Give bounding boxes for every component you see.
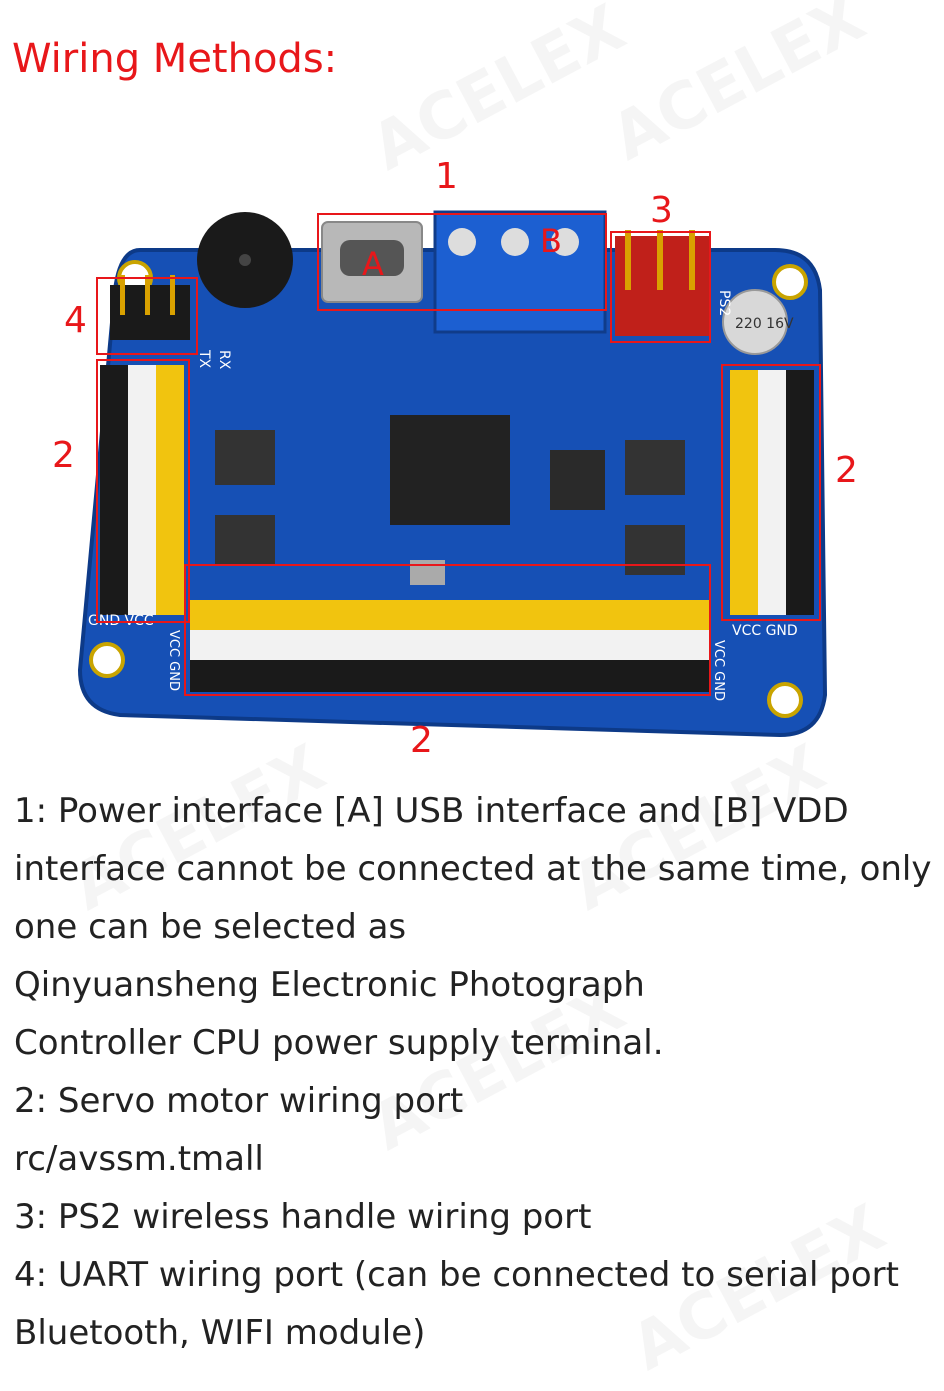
marker-2-right: 2 — [835, 450, 858, 491]
silk-vcc-gnd-right: VCC GND — [732, 623, 798, 639]
description-block: 1: Power interface [A] USB interface and… — [14, 782, 934, 1362]
description-line: 3: PS2 wireless handle wiring port — [14, 1197, 592, 1237]
description-line: rc/avssm.tmall — [14, 1139, 264, 1179]
highlight-box-3 — [610, 231, 711, 343]
highlight-box-4 — [96, 277, 198, 355]
description-line: interface cannot be connected at the sam… — [14, 849, 932, 889]
highlight-box-1 — [317, 213, 607, 311]
highlight-box-2-left — [96, 359, 190, 623]
label-b: B — [540, 222, 562, 260]
servo-header-bottom — [190, 600, 710, 692]
silk-vcc-gnd-bottom-right: VCC GND — [711, 640, 726, 701]
description-line: Bluetooth, WIFI module) — [14, 1313, 426, 1353]
highlight-box-2-right — [721, 364, 821, 621]
description-line: 2: Servo motor wiring port — [14, 1081, 464, 1121]
capacitor — [722, 289, 788, 355]
silk-tx: TX — [196, 349, 212, 369]
marker-3: 3 — [650, 190, 673, 231]
cpu-chip — [390, 415, 510, 525]
description-line: 1: Power interface [A] USB interface and… — [14, 791, 849, 831]
controller-board-illustration: 220 16V TX RX PS — [52, 150, 900, 770]
marker-2-bottom: 2 — [410, 720, 433, 761]
servo-header-right — [730, 370, 814, 615]
description-line: Qinyuansheng Electronic Photograph — [14, 965, 645, 1005]
servo-header-left — [100, 365, 184, 615]
highlight-box-2-bottom — [184, 564, 711, 696]
label-a: A — [362, 245, 384, 283]
silk-rx: RX — [216, 350, 232, 370]
marker-1: 1 — [435, 156, 458, 197]
description-line: 4: UART wiring port (can be connected to… — [14, 1255, 899, 1295]
silk-vcc-gnd-bottom-left: VCC GND — [166, 630, 181, 691]
board-svg: 220 16V TX RX PS — [77, 210, 828, 738]
marker-4: 4 — [64, 300, 87, 341]
marker-2-left: 2 — [52, 435, 75, 476]
description-line: one can be selected as — [14, 907, 407, 947]
description-line: Controller CPU power supply terminal. — [14, 1023, 664, 1063]
page-title: Wiring Methods: — [12, 36, 338, 82]
silk-ps2: PS2 — [716, 290, 732, 316]
capacitor-label: 220 16V — [735, 316, 794, 332]
